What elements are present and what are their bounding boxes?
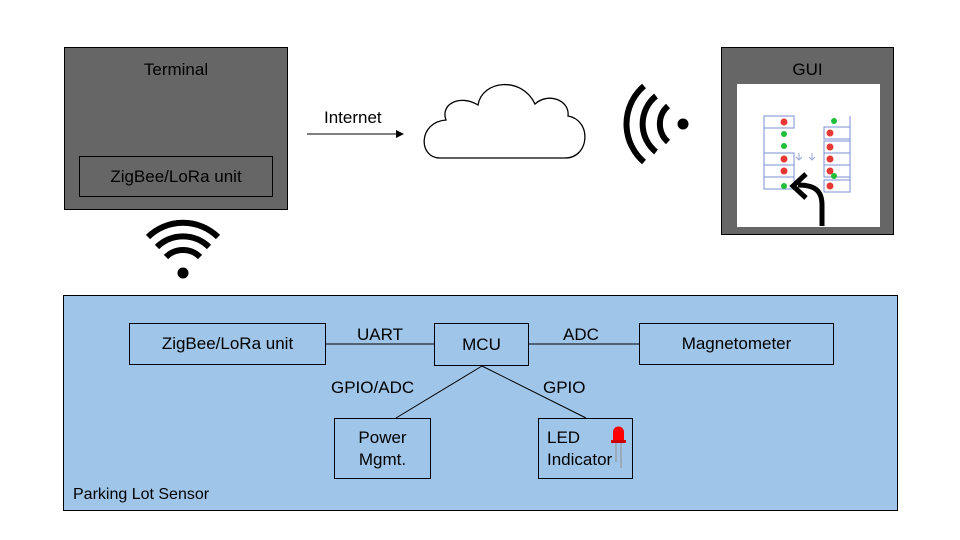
gpio-adc-label: GPIO/ADC bbox=[331, 378, 415, 397]
uart-label: UART bbox=[357, 325, 403, 344]
slot-occupied bbox=[780, 118, 788, 126]
slot-occupied bbox=[826, 182, 834, 190]
slot-occupied bbox=[826, 155, 834, 163]
slot-occupied bbox=[826, 129, 834, 137]
slot-occupied bbox=[826, 167, 834, 175]
led-label-line2: Indicator bbox=[547, 449, 613, 469]
adc-label: ADC bbox=[563, 325, 599, 344]
terminal-zigbee-unit: ZigBee/LoRa unit bbox=[79, 156, 273, 197]
mcu-node: MCU bbox=[434, 323, 529, 366]
slot-free bbox=[831, 118, 837, 124]
magnetometer-node: Magnetometer bbox=[639, 323, 834, 365]
slot-free bbox=[781, 183, 787, 189]
terminal-box: Terminal ZigBee/LoRa unit bbox=[64, 47, 288, 210]
slot-occupied bbox=[780, 155, 788, 163]
gui-title: GUI bbox=[792, 60, 823, 79]
power-label-line2: Mgmt. bbox=[358, 449, 407, 469]
internet-label: Internet bbox=[324, 108, 382, 127]
gpio-adc-link bbox=[395, 365, 483, 419]
slot-occupied bbox=[826, 143, 834, 151]
sensor-zigbee-unit: ZigBee/LoRa unit bbox=[129, 323, 326, 365]
parking-lot-sensor-label: Parking Lot Sensor bbox=[73, 486, 210, 503]
gpio-link bbox=[481, 365, 587, 419]
gui-box: GUI bbox=[721, 47, 894, 235]
turn-arrow-icon bbox=[789, 172, 825, 226]
gpio-label: GPIO bbox=[543, 378, 586, 397]
slot-free bbox=[781, 143, 787, 149]
slot-free bbox=[781, 131, 787, 137]
terminal-title: Terminal bbox=[143, 60, 209, 79]
slot-free bbox=[831, 173, 837, 179]
led-label-line1: LED bbox=[547, 427, 581, 447]
power-mgmt-node: Power Mgmt. bbox=[334, 418, 431, 479]
slot-occupied bbox=[780, 167, 788, 175]
power-label-line1: Power bbox=[358, 427, 407, 447]
gui-screen bbox=[737, 84, 880, 227]
